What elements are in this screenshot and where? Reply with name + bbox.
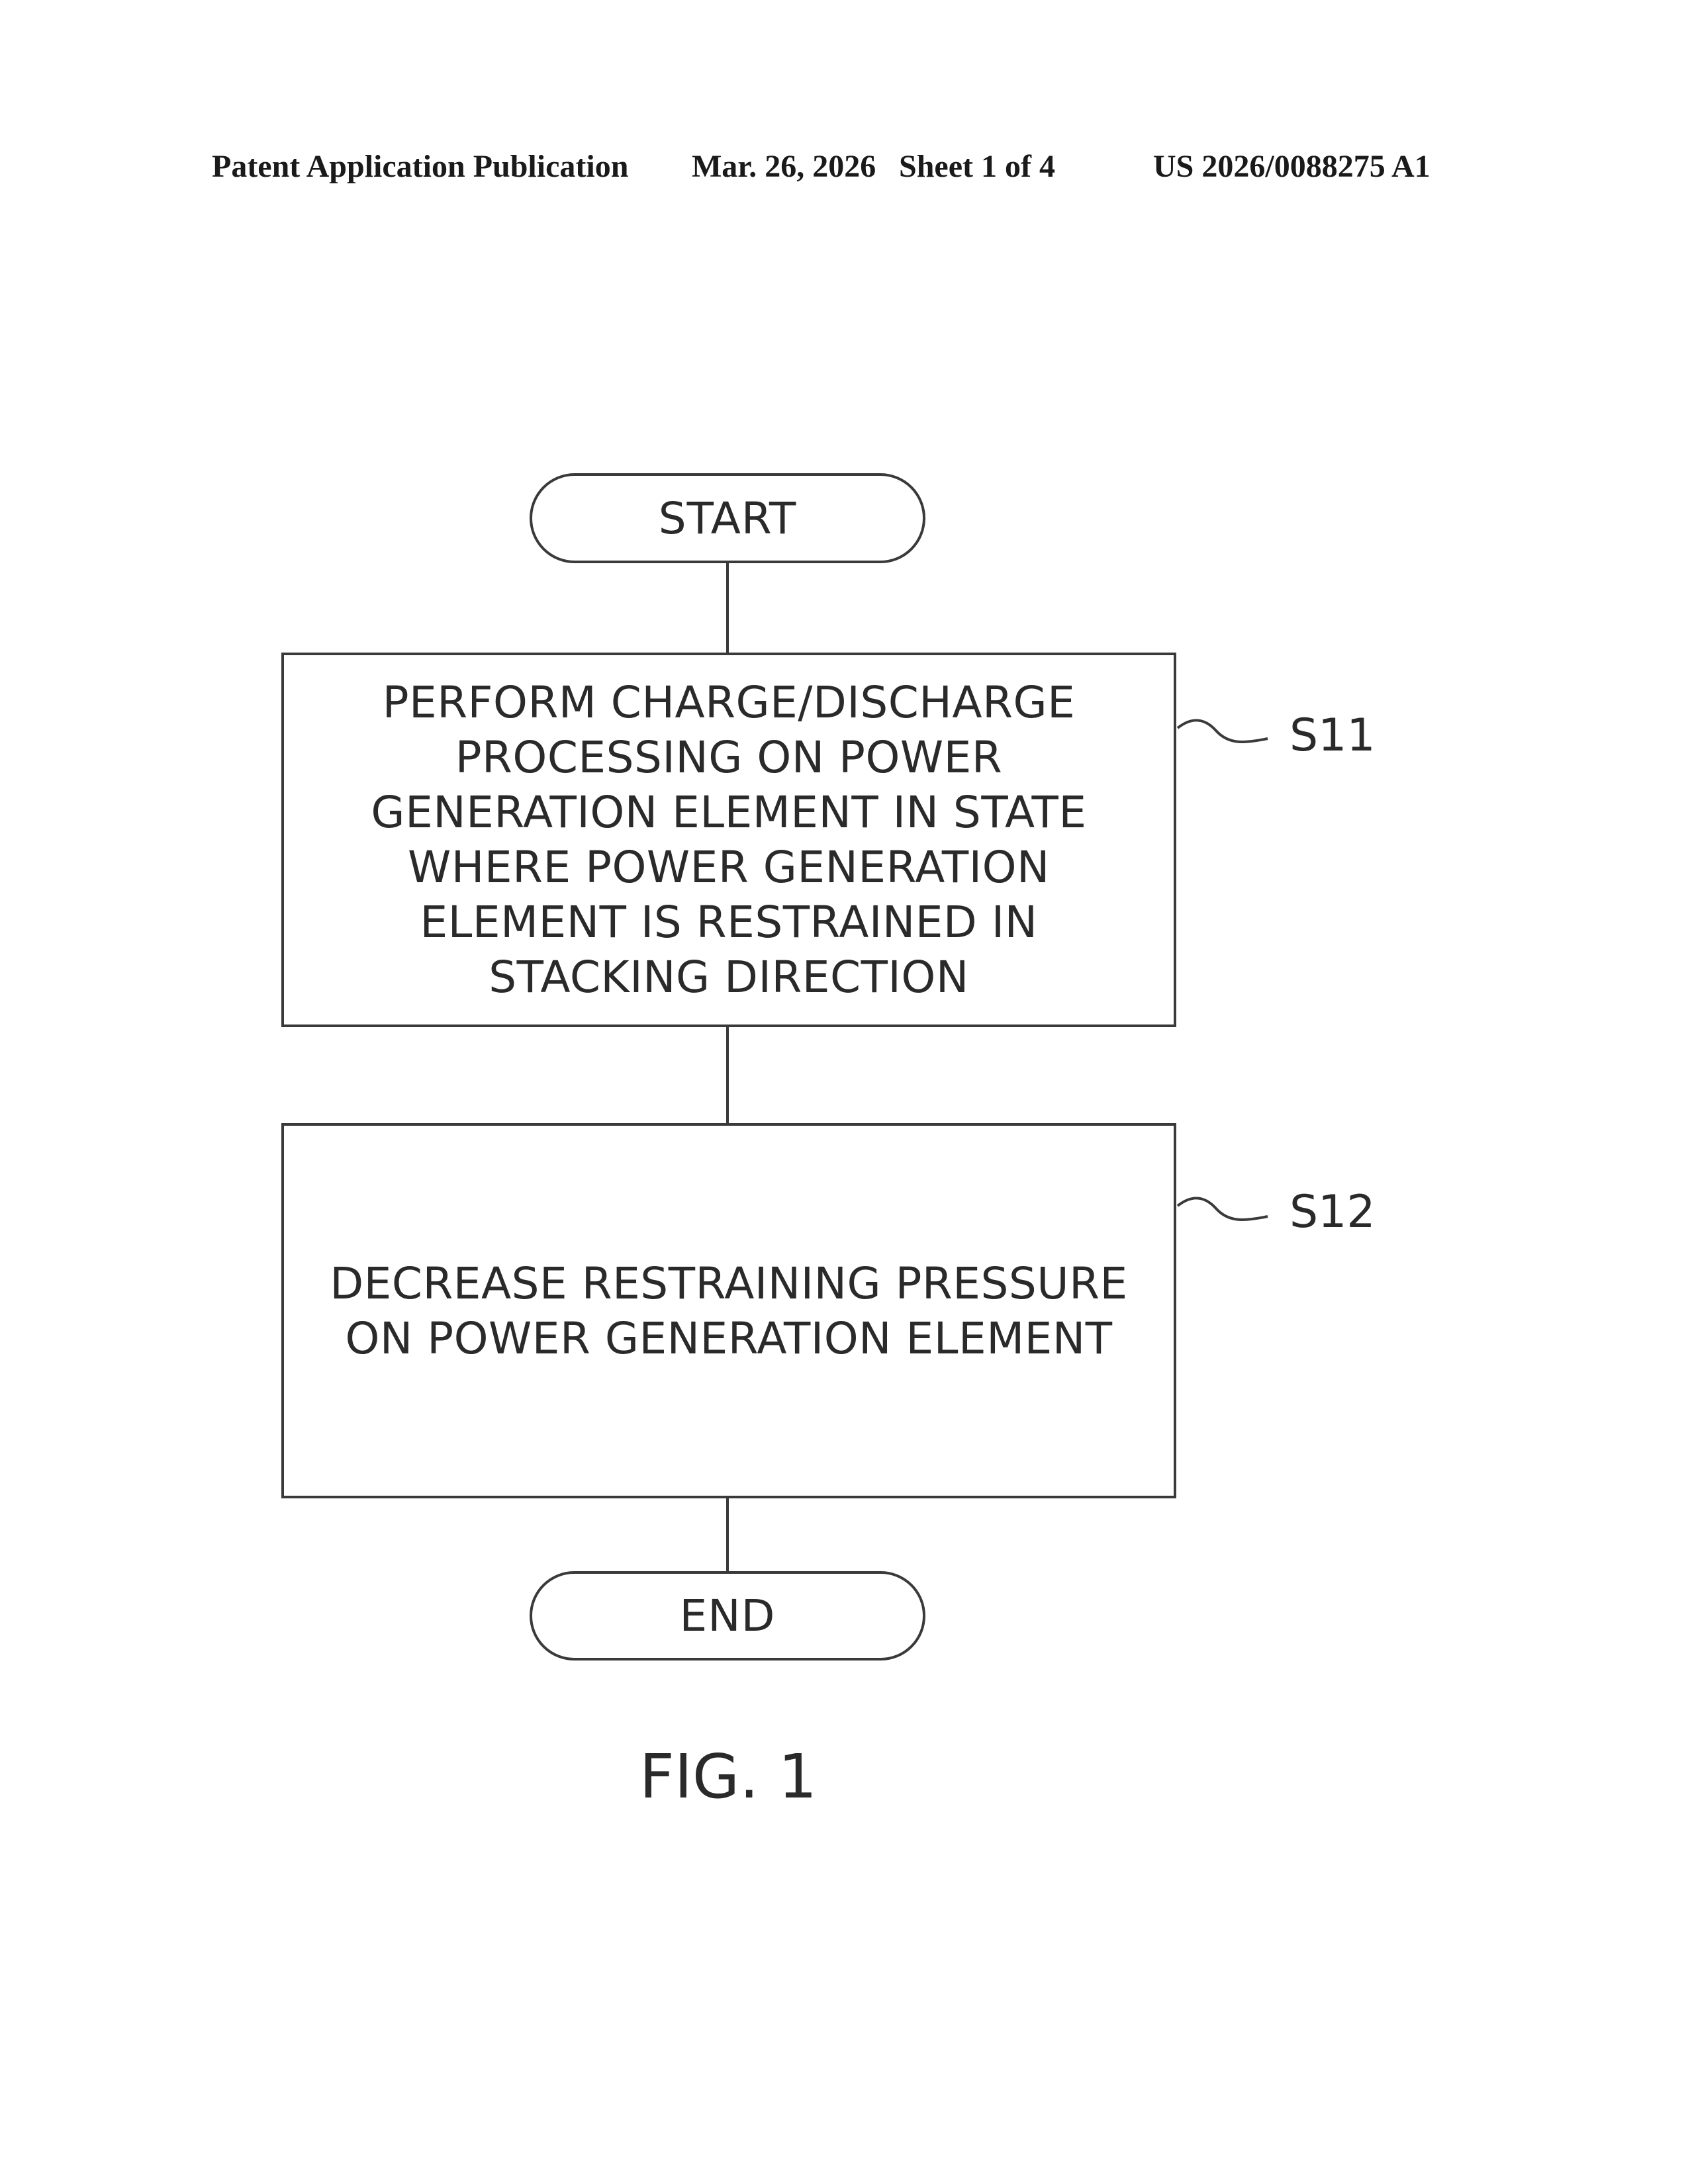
- process-box-s12: DECREASE RESTRAINING PRESSURE ON POWER G…: [281, 1123, 1176, 1498]
- start-label: START: [659, 493, 797, 544]
- step-label-s11: S11: [1289, 709, 1376, 762]
- process-box-s11: PERFORM CHARGE/DISCHARGE PROCESSING ON P…: [281, 653, 1176, 1027]
- process-text-s11: PERFORM CHARGE/DISCHARGE PROCESSING ON P…: [371, 675, 1086, 1005]
- leader-line-s11: [1176, 715, 1269, 754]
- start-terminal: START: [530, 473, 925, 563]
- connector-s12-end: [726, 1498, 729, 1571]
- connector-s11-s12: [726, 1027, 729, 1123]
- connector-start-s11: [726, 563, 729, 653]
- step-label-s12: S12: [1289, 1186, 1376, 1239]
- end-terminal: END: [530, 1571, 925, 1661]
- leader-line-s12: [1176, 1191, 1269, 1231]
- process-text-s12: DECREASE RESTRAINING PRESSURE ON POWER G…: [330, 1256, 1127, 1366]
- figure-caption: FIG. 1: [596, 1741, 861, 1813]
- end-label: END: [680, 1590, 776, 1641]
